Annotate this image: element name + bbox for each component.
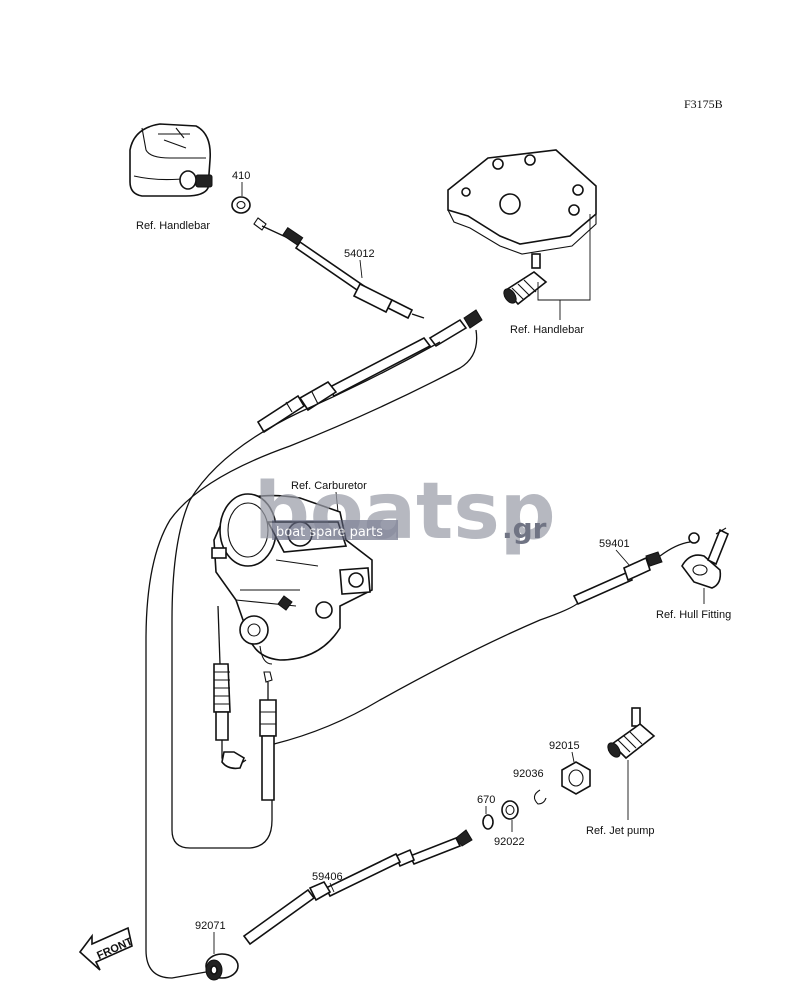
- washer-410: [231, 196, 251, 214]
- jet-pump-fitting: [607, 707, 656, 760]
- ring-670: [482, 814, 494, 830]
- leader-54012: [359, 259, 363, 279]
- leader-92015: [571, 751, 575, 763]
- nut-92015: [561, 761, 591, 795]
- label-410: 410: [232, 170, 250, 182]
- choke-cable-59401: [572, 532, 700, 606]
- choke-cable-59401-wire: [273, 599, 581, 745]
- upper-cable-segment: [256, 309, 483, 434]
- clip-92036: [533, 789, 547, 805]
- front-direction-arrow: FRONT: [78, 926, 135, 971]
- throttle-cable-end: [259, 671, 277, 801]
- leader-59406: [329, 882, 335, 893]
- choke-cable-end: [213, 605, 247, 770]
- label-ref-carburetor: Ref. Carburetor: [291, 480, 367, 492]
- watermark-suffix: .gr: [502, 512, 547, 545]
- leader-ref-carburetor: [335, 491, 339, 513]
- cable-loop-outer: [145, 329, 478, 979]
- washer-92022: [501, 800, 519, 820]
- label-59406: 59406: [312, 871, 343, 883]
- grommet-92071: [205, 953, 239, 981]
- throttle-cable-54012: [253, 217, 425, 320]
- label-ref-handlebar-left: Ref. Handlebar: [136, 220, 210, 232]
- label-59401: 59401: [599, 538, 630, 550]
- label-670: 670: [477, 794, 495, 806]
- handlebar-switch-housing: [129, 123, 213, 197]
- handlebar-mounting-plate: [447, 149, 597, 255]
- watermark-subtext: boat spare parts: [276, 525, 383, 540]
- label-ref-hull-fitting: Ref. Hull Fitting: [656, 609, 731, 621]
- label-92022: 92022: [494, 836, 525, 848]
- leader-ref-handlebar-right: [537, 214, 591, 320]
- label-92015: 92015: [549, 740, 580, 752]
- label-54012: 54012: [344, 248, 375, 260]
- cable-loop-inner: [171, 341, 441, 849]
- handlebar-cable-fitting: [503, 253, 548, 306]
- watermark-text: boatsp: [254, 467, 556, 557]
- watermark: boatsp boat spare parts .gr: [254, 467, 556, 557]
- label-92036: 92036: [513, 768, 544, 780]
- label-ref-handlebar-right: Ref. Handlebar: [510, 324, 584, 336]
- hull-fitting: [681, 527, 730, 589]
- cable-59406: [242, 829, 473, 946]
- label-ref-jet-pump: Ref. Jet pump: [586, 825, 654, 837]
- label-92071: 92071: [195, 920, 226, 932]
- diagram-code: F3175B: [684, 97, 723, 111]
- leader-59401: [615, 549, 631, 567]
